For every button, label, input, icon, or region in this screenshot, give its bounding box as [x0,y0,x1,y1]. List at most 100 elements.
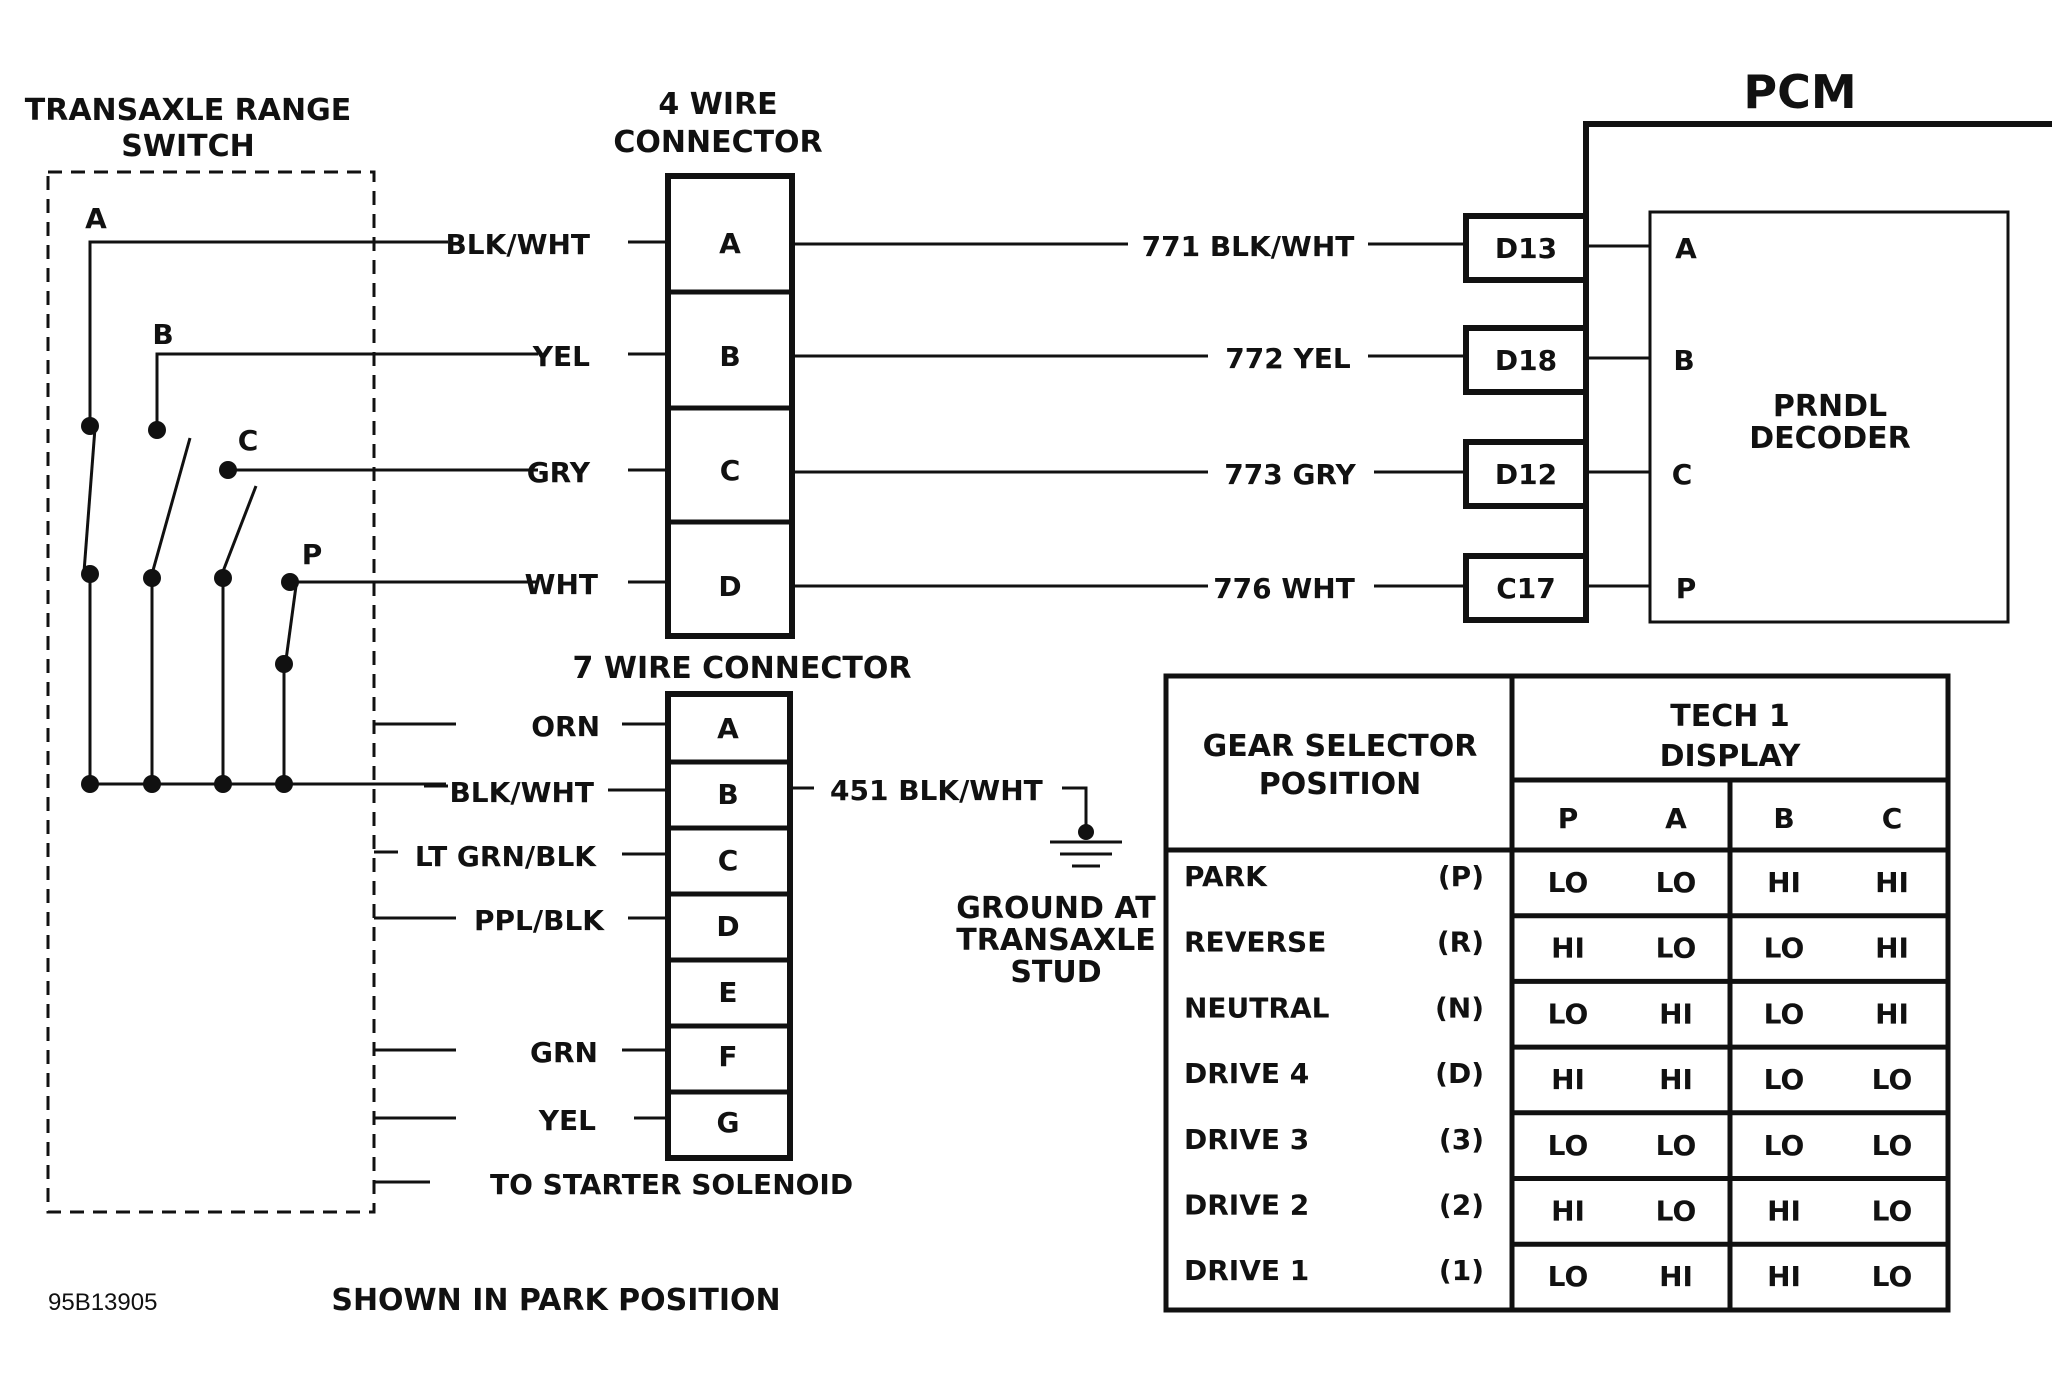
switch-contacts [81,240,538,793]
decoder-input-c: C [1672,458,1693,491]
row-display-value: LO [1548,866,1589,899]
connector4-pin-a: A [719,227,741,260]
table-row: DRIVE 1 (1) LO HI HI LO [1184,1254,1912,1293]
row-display-value: LO [1548,1129,1589,1162]
wire-label-grn: GRN [530,1036,598,1069]
wire-label-wht: WHT [525,568,598,601]
row-display-value: LO [1656,866,1697,899]
decoder-label-line2: DECODER [1749,421,1910,456]
figure-id: 95B13905 [48,1289,157,1316]
wire-label-blk-wht: BLK/WHT [445,228,590,261]
pcm-terminal-d13: D13 [1495,232,1557,265]
row-gear-name: DRIVE 3 [1184,1123,1309,1156]
row-display-value: LO [1872,1195,1913,1228]
row-display-value: LO [1764,932,1805,965]
connector7-pin-e: E [718,976,737,1009]
row-display-value: HI [1767,1195,1801,1228]
table-header-left-line2: POSITION [1259,767,1422,802]
row-display-value: LO [1548,997,1589,1030]
decoder-label-line1: PRNDL [1773,389,1887,424]
row-display-value: LO [1656,932,1697,965]
decoder-input-a: A [1675,232,1697,265]
connector4-pin-b: B [719,340,740,373]
row-display-value: HI [1659,997,1693,1030]
contact-label-c: C [238,424,259,457]
connector7-pin-a: A [717,712,739,745]
connector4-pin-d: D [718,570,741,603]
row-display-value: HI [1551,932,1585,965]
ground-label-line1: GROUND AT [956,891,1156,926]
contact-label-a: A [85,202,107,235]
contact-label-b: B [152,318,173,351]
row-gear-name: DRIVE 2 [1184,1189,1309,1222]
row-gear-name: PARK [1184,860,1268,893]
row-display-value: LO [1656,1195,1697,1228]
contact-label-p: P [302,538,323,571]
connector7-title: 7 WIRE CONNECTOR [573,651,912,686]
row-display-value: HI [1659,1260,1693,1293]
row-gear-name: DRIVE 1 [1184,1254,1309,1287]
wire-label-blk-wht-7: BLK/WHT [449,776,594,809]
table-col-header: A [1665,802,1687,835]
row-display-value: LO [1764,1129,1805,1162]
row-gear-code: (R) [1437,926,1484,959]
ground-label-line2: TRANSAXLE [956,923,1155,958]
table-col-header: B [1773,802,1794,835]
caption: SHOWN IN PARK POSITION [331,1283,780,1318]
row-gear-code: (1) [1439,1254,1484,1287]
wire-label-orn: ORN [531,710,600,743]
table-header-right-line1: TECH 1 [1670,699,1789,734]
pcm-title: PCM [1743,65,1856,119]
decoder-input-b: B [1673,344,1694,377]
row-display-value: HI [1767,866,1801,899]
switch-title-line2: SWITCH [121,129,254,164]
table-col-header: P [1558,802,1579,835]
gear-selector-table [1163,673,1951,1313]
row-display-value: HI [1767,1260,1801,1293]
wire-label-yel: YEL [532,340,590,373]
wire-label-lt-grn-blk: LT GRN/BLK [415,840,597,873]
connector7-pin-g: G [717,1106,740,1139]
wire-label-773-gry: 773 GRY [1224,458,1356,491]
table-header-left-line1: GEAR SELECTOR [1203,729,1478,764]
row-gear-code: (3) [1439,1123,1484,1156]
pcm-terminal-d18: D18 [1495,344,1557,377]
row-display-value: HI [1875,866,1909,899]
connector7-pin-f: F [718,1040,737,1073]
wire-label-yel-7: YEL [538,1104,596,1137]
decoder-input-p: P [1676,572,1697,605]
row-gear-code: (P) [1438,860,1484,893]
connector7-body [665,691,793,1161]
connector7-pin-c: C [718,844,739,877]
row-display-value: HI [1875,997,1909,1030]
row-display-value: LO [1548,1260,1589,1293]
connector4-pin-c: C [720,454,741,487]
row-gear-code: (D) [1435,1057,1484,1090]
row-display-value: HI [1659,1063,1693,1096]
ground-label-line3: STUD [1010,955,1101,990]
row-gear-name: DRIVE 4 [1184,1057,1309,1090]
pcm-terminal-d12: D12 [1495,458,1557,491]
switch-dashed-boundary [46,170,376,1214]
wire-label-772-yel: 772 YEL [1225,342,1351,375]
ground-symbol [1050,786,1122,868]
connector4-body [665,173,795,639]
wire-label-451-blk-wht: 451 BLK/WHT [830,774,1043,807]
row-display-value: HI [1551,1063,1585,1096]
wire-label-ppl-blk: PPL/BLK [474,904,605,937]
row-display-value: LO [1872,1260,1913,1293]
table-row: DRIVE 4 (D) HI HI LO LO [1184,1057,1912,1096]
wire-label-776-wht: 776 WHT [1213,572,1355,605]
switch-title-line1: TRANSAXLE RANGE [25,93,351,128]
wire-label-771-blk-wht: 771 BLK/WHT [1142,230,1355,263]
row-display-value: LO [1764,1063,1805,1096]
row-display-value: LO [1872,1063,1913,1096]
row-display-value: HI [1551,1195,1585,1228]
connector7-pin-d: D [716,910,739,943]
starter-solenoid-label: TO STARTER SOLENOID [490,1168,853,1201]
wire-label-gry: GRY [527,456,591,489]
pcm-terminal-blocks [1463,213,1589,623]
pcm-terminal-c17: C17 [1496,572,1556,605]
